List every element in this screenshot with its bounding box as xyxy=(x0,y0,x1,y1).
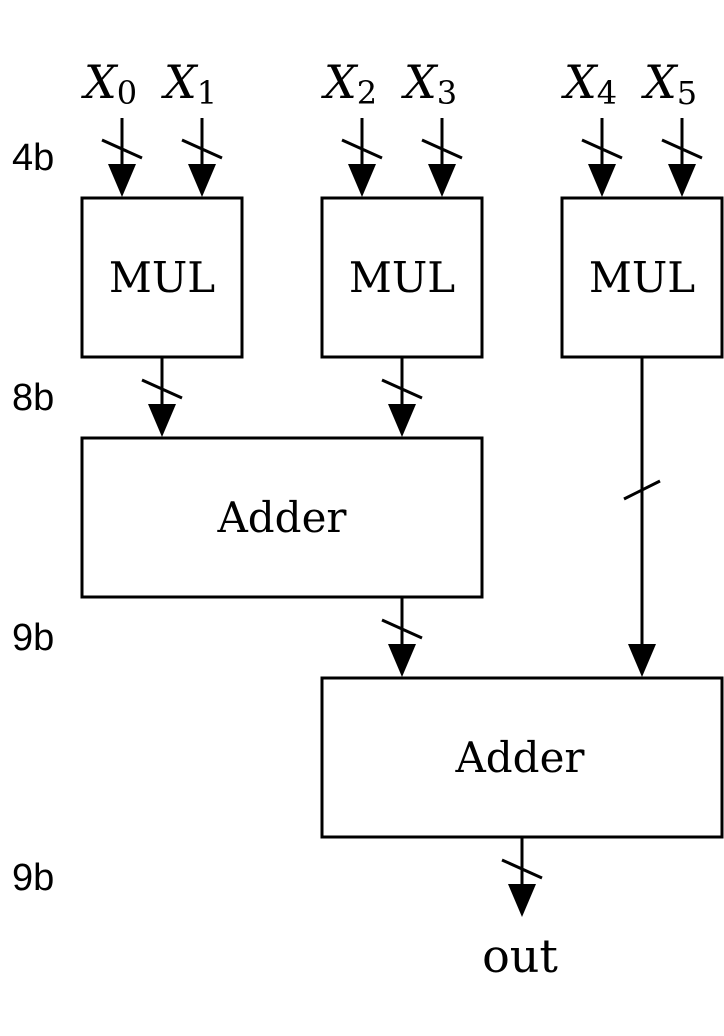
adder-block-1-label: Adder xyxy=(454,733,585,782)
mul-block-2-label: MUL xyxy=(589,253,695,302)
input-label-x2: X2 xyxy=(321,55,377,112)
mul-1-to-adder-0-arrow xyxy=(381,357,423,437)
mul-block-1: MUL xyxy=(320,196,484,359)
adder-block-1: Adder xyxy=(320,676,724,839)
bit-width-label-inputs: 4b xyxy=(12,137,54,179)
output-arrow xyxy=(501,837,543,917)
input-label-x4: X4 xyxy=(561,55,617,112)
input-arrow-x0 xyxy=(101,118,143,197)
bit-width-label-mul: 8b xyxy=(12,377,54,419)
input-arrow-x3 xyxy=(421,118,463,197)
input-label-x0: X0 xyxy=(81,55,137,112)
input-arrow-x2 xyxy=(341,118,383,197)
adder-block-0-label: Adder xyxy=(216,493,347,542)
bit-width-label-adder-2: 9b xyxy=(12,857,54,899)
mul-block-0: MUL xyxy=(80,196,244,359)
mul-block-1-label: MUL xyxy=(349,253,455,302)
adder-0-to-adder-1-arrow xyxy=(381,597,423,677)
input-arrow-x5 xyxy=(661,118,703,197)
input-label-x1: X1 xyxy=(161,55,217,112)
mul-block-2: MUL xyxy=(560,196,724,359)
mul-0-to-adder-0-arrow xyxy=(141,357,183,437)
mul-2-to-adder-1-arrow xyxy=(623,357,661,677)
input-label-x5: X5 xyxy=(641,55,697,112)
adder-block-0: Adder xyxy=(80,436,484,599)
input-label-x3: X3 xyxy=(401,55,457,112)
bit-width-label-adder-1: 9b xyxy=(12,617,54,659)
output-label: out xyxy=(482,929,558,983)
mul-block-0-label: MUL xyxy=(109,253,215,302)
input-arrow-x4 xyxy=(581,118,623,197)
input-arrow-x1 xyxy=(181,118,223,197)
